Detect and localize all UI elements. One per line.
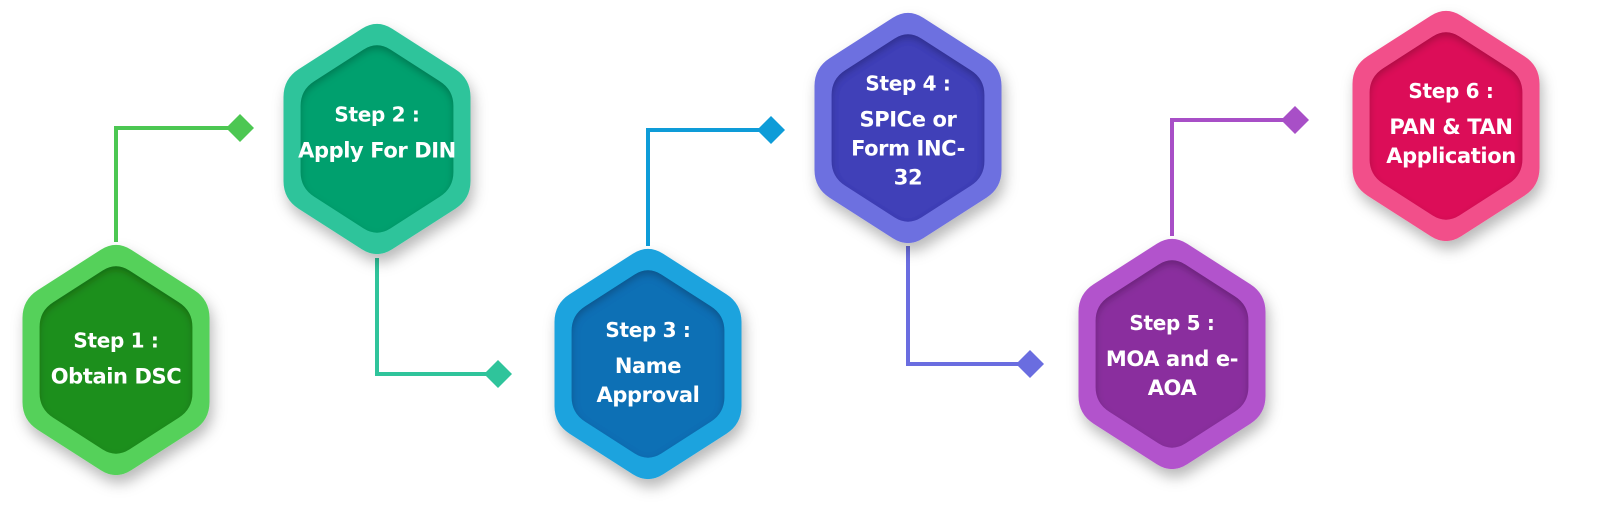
step-5-hexagon: [1078, 238, 1266, 470]
hexagon-inner: [39, 266, 193, 454]
hexagon-inner: [1095, 260, 1249, 448]
step-4-hexagon: [814, 12, 1002, 244]
hexagons-layer: [22, 10, 1540, 480]
connector-line: [375, 258, 498, 376]
hexagon-inner: [831, 34, 985, 222]
connector-1-2: [114, 114, 254, 242]
step-3-hexagon: [554, 248, 742, 480]
connector-line: [1170, 118, 1295, 236]
hexagon-inner: [571, 270, 725, 458]
connector-line: [114, 126, 240, 242]
hexagon-inner: [300, 45, 454, 233]
diamond-arrow-icon: [757, 116, 785, 144]
diamond-arrow-icon: [1281, 106, 1309, 134]
diamond-arrow-icon: [1016, 350, 1044, 378]
step-1-hexagon: [22, 244, 210, 476]
diamond-arrow-icon: [484, 360, 512, 388]
step-6-hexagon: [1352, 10, 1540, 242]
hexagon-inner: [1369, 32, 1523, 220]
connector-line: [906, 246, 1030, 366]
connector-5-6: [1170, 106, 1309, 236]
diamond-arrow-icon: [226, 114, 254, 142]
connector-line: [646, 128, 771, 246]
connectors-layer: [114, 106, 1309, 388]
connector-2-3: [375, 258, 512, 388]
connector-4-5: [906, 246, 1044, 378]
step-2-hexagon: [283, 23, 471, 255]
connector-3-4: [646, 116, 785, 246]
